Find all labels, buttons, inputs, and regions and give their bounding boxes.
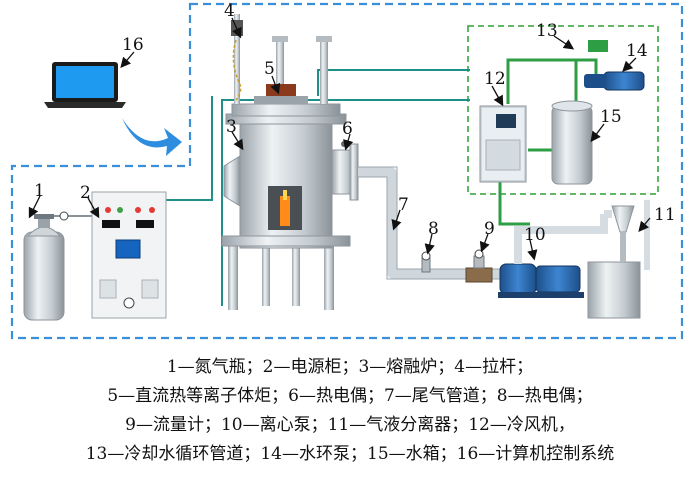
control-system-boundary xyxy=(10,2,684,340)
centrifugal-pump xyxy=(498,263,584,298)
callout-15: 15 xyxy=(600,107,622,127)
callout-3: 3 xyxy=(226,117,237,137)
pump-outlet-pipe xyxy=(514,214,608,264)
callout-6: 6 xyxy=(342,119,353,139)
callout-14: 14 xyxy=(626,41,648,61)
legend-line-3: 9—流量计；10—离心泵；11—气液分离器；12—冷风机， xyxy=(125,415,575,435)
gas-liquid-separator xyxy=(587,200,650,319)
callout-13: 13 xyxy=(536,21,558,41)
callout-11: 11 xyxy=(654,205,676,225)
pull-rod-assembly xyxy=(231,14,332,104)
callout-9: 9 xyxy=(484,219,495,239)
callout-1: 1 xyxy=(34,181,45,201)
callout-arrows xyxy=(28,17,651,261)
flow-meter xyxy=(465,249,493,283)
callout-10: 10 xyxy=(524,225,546,245)
thermocouple-8 xyxy=(421,251,431,273)
water-tank xyxy=(551,100,593,185)
callout-2: 2 xyxy=(80,183,91,203)
callout-4: 4 xyxy=(224,1,235,21)
air-cooler xyxy=(479,105,527,183)
callout-5: 5 xyxy=(264,59,275,79)
radiator-icon xyxy=(588,40,608,52)
callout-16: 16 xyxy=(122,35,144,55)
callout-7: 7 xyxy=(398,195,409,215)
cooling-subsystem-boundary xyxy=(467,25,659,195)
legend-line-2: 5—直流热等离子体炬；6—热电偶；7—尾气管道；8—热电偶； xyxy=(107,386,593,406)
melting-furnace xyxy=(221,103,359,310)
callout-12: 12 xyxy=(484,69,506,89)
legend-line-4: 13—冷却水循环管道；14—水环泵；15—水箱；16—计算机控制系统 xyxy=(85,444,615,464)
callout-8: 8 xyxy=(428,219,439,239)
flow-arrow-icon xyxy=(122,118,182,156)
gauge-icon xyxy=(59,211,69,221)
water-ring-pump xyxy=(584,71,645,91)
nitrogen-bottle xyxy=(23,214,65,321)
legend-line-1: 1—氮气瓶；2—电源柜；3—熔融炉；4—拉杆； xyxy=(166,357,534,377)
power-cabinet xyxy=(91,191,167,319)
laptop-icon xyxy=(44,62,126,108)
